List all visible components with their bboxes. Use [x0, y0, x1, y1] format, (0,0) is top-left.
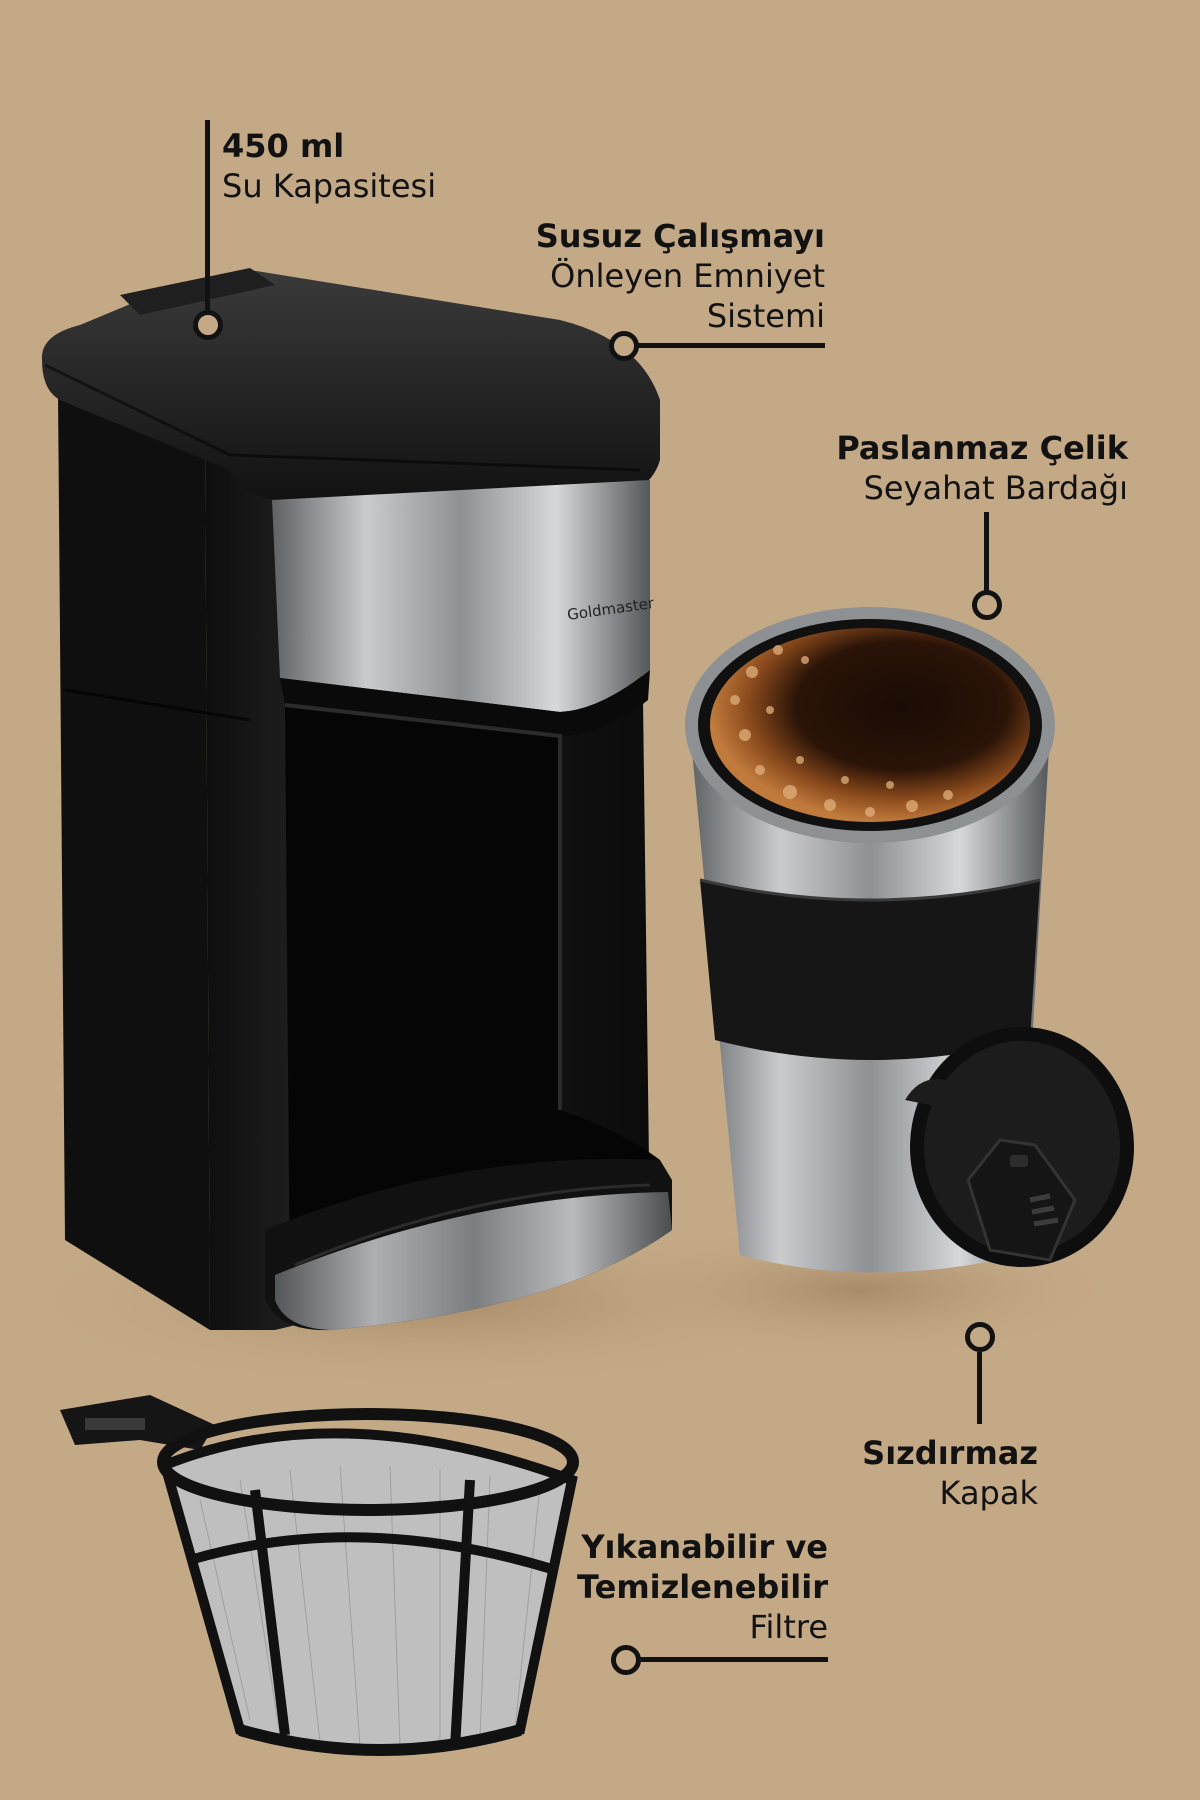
cup-callout: Paslanmaz Çelik Seyahat Bardağı — [780, 428, 1128, 508]
filter-title-1: Yıkanabilir ve — [581, 1528, 828, 1566]
safety-callout: Susuz Çalışmayı Önleyen Emniyet Sistemi — [460, 216, 825, 336]
cup-leader-line — [984, 512, 989, 594]
pointer-dot-icon — [965, 1322, 995, 1352]
lid-label: Kapak — [939, 1474, 1038, 1512]
capacity-leader-line — [205, 120, 210, 325]
pointer-dot-icon — [609, 331, 639, 361]
coffee-machine: Goldmaster — [41, 268, 672, 1331]
travel-cup-lid — [905, 1027, 1134, 1267]
lid-title: Sızdırmaz — [862, 1434, 1038, 1472]
cup-title: Paslanmaz Çelik — [836, 429, 1128, 467]
capacity-label: Su Kapasitesi — [222, 167, 437, 205]
filter-title-2: Temizlenebilir — [577, 1568, 828, 1606]
pointer-dot-icon — [611, 1645, 641, 1675]
capacity-callout: 450 ml Su Kapasitesi — [222, 126, 436, 206]
safety-leader-line — [638, 343, 825, 348]
safety-line-1: Önleyen Emniyet — [550, 257, 825, 295]
filter-leader-line — [640, 1657, 828, 1662]
safety-line-2: Sistemi — [706, 297, 825, 335]
capacity-value: 450 ml — [222, 127, 345, 165]
pointer-dot-icon — [972, 590, 1002, 620]
lid-leader-line — [977, 1352, 982, 1424]
pointer-dot-icon — [193, 310, 223, 340]
filter-label: Filtre — [749, 1608, 828, 1646]
lid-callout: Sızdırmaz Kapak — [760, 1433, 1038, 1513]
safety-title: Susuz Çalışmayı — [535, 217, 825, 255]
cup-label: Seyahat Bardağı — [863, 469, 1128, 507]
filter-basket — [60, 1395, 579, 1756]
filter-callout: Yıkanabilir ve Temizlenebilir Filtre — [520, 1527, 828, 1647]
